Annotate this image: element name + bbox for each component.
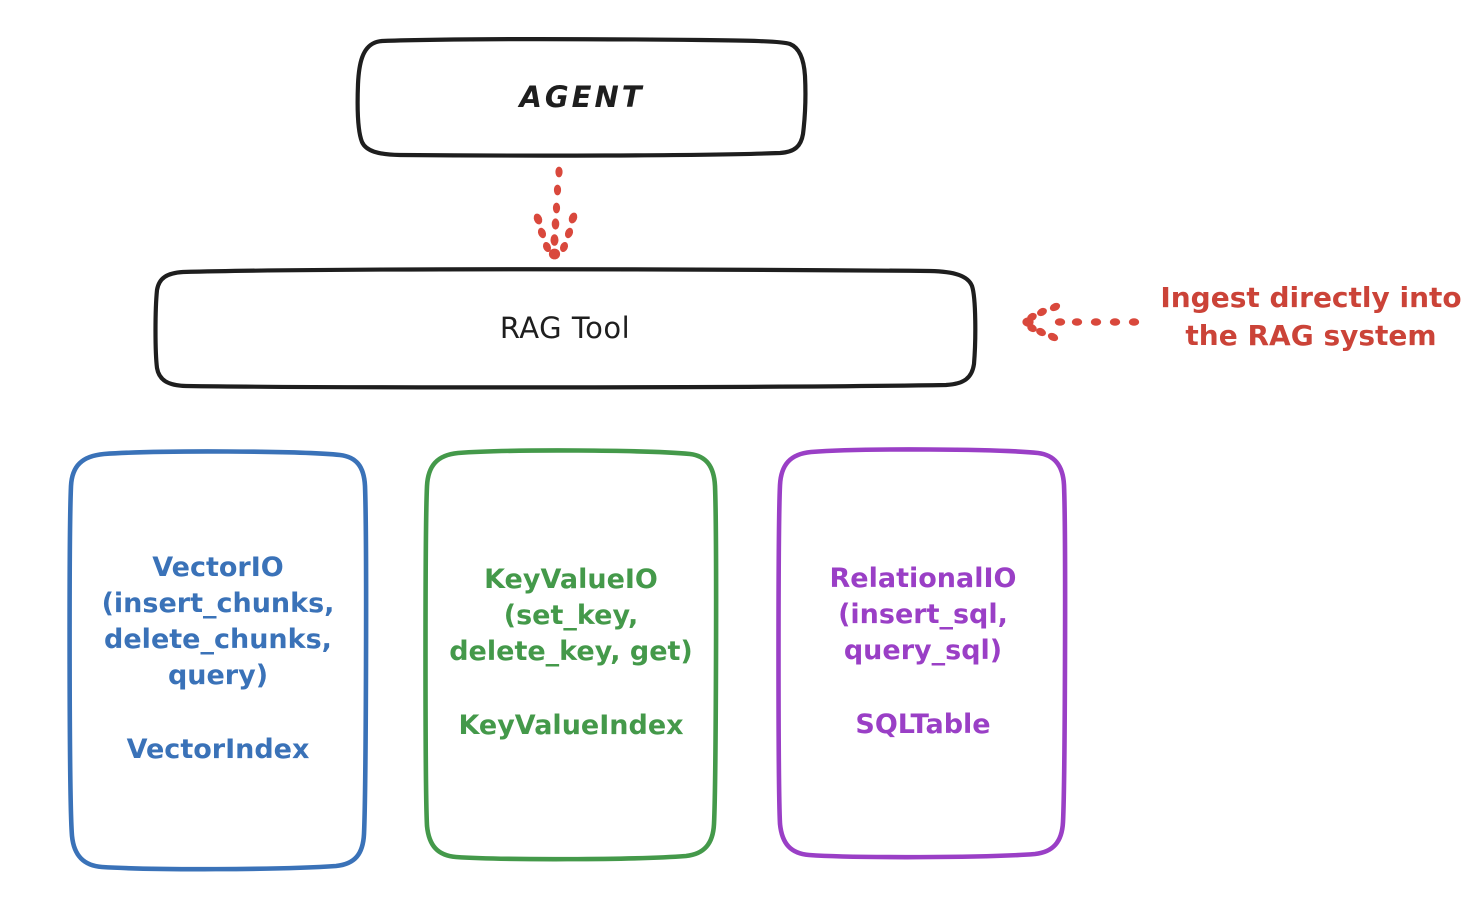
relational-io-api-text: RelationalIO (insert_sql, query_sql) bbox=[829, 562, 1017, 666]
ingest-to-rag-tool-connector bbox=[1022, 302, 1140, 342]
ingest-annotation-label: Ingest directly into the RAG system bbox=[1160, 281, 1462, 353]
key-value-io-index-text: KeyValueIndex bbox=[458, 710, 684, 742]
key-value-io-node-label: KeyValueIO (set_key, delete_key, get) Ke… bbox=[426, 450, 716, 856]
vector-io-api-text: VectorIO (insert_chunks, delete_chunks, … bbox=[101, 551, 335, 692]
agent-node-label: AGENT bbox=[519, 79, 645, 114]
agent-to-rag-tool-connector bbox=[533, 166, 578, 260]
relational-io-index-text: SQLTable bbox=[855, 709, 991, 741]
rag-tool-node-label: RAG Tool bbox=[499, 310, 631, 345]
relational-io-node-label: RelationalIO (insert_sql, query_sql) SQL… bbox=[780, 450, 1066, 854]
key-value-io-api-text: KeyValueIO (set_key, delete_key, get) bbox=[449, 563, 693, 667]
vector-io-index-text: VectorIndex bbox=[126, 734, 310, 766]
vector-io-node-label: VectorIO (insert_chunks, delete_chunks, … bbox=[70, 450, 366, 868]
